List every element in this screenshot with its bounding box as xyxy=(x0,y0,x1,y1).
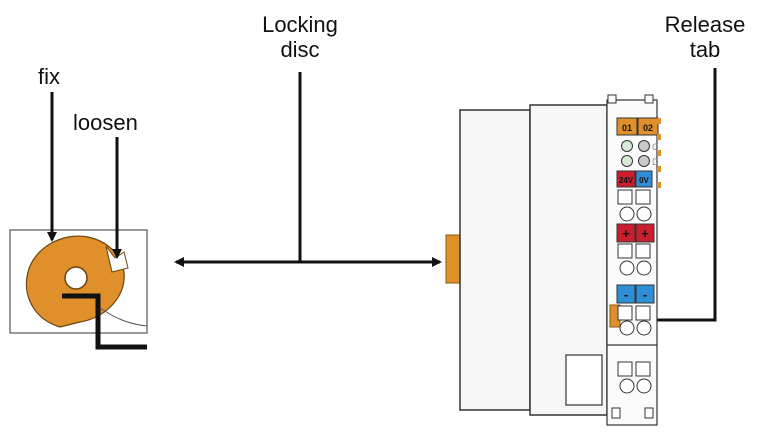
marker-plus-left-text: + xyxy=(622,226,630,241)
locking-disc-detail xyxy=(9,229,148,350)
side-tick xyxy=(657,118,661,124)
label-fix: fix xyxy=(38,64,60,89)
led xyxy=(638,155,650,167)
clamp-hole xyxy=(619,260,635,276)
disc-edge-line xyxy=(99,307,148,327)
led xyxy=(638,140,650,152)
clamp-slot xyxy=(635,243,651,259)
top-latch-2 xyxy=(644,94,654,104)
label-locking-disc-line1: Locking xyxy=(262,12,338,37)
clamp-slot xyxy=(635,305,651,321)
label-locking-disc: Locking disc xyxy=(250,12,350,62)
marker-plus-left xyxy=(616,223,636,243)
marker-minus-right-text: - xyxy=(643,287,647,302)
marker-01-text: 01 xyxy=(622,123,632,133)
clamp-hole xyxy=(636,206,652,222)
locking-disc-edge xyxy=(445,234,461,284)
clamp-slot xyxy=(617,189,633,205)
led xyxy=(621,155,633,167)
label-locking-disc-line2: disc xyxy=(280,37,320,62)
led-letter-c: C xyxy=(652,142,659,152)
side-tick xyxy=(657,134,661,140)
terminal-module: 01 02 C D 24V 0V + + xyxy=(445,94,661,426)
clamp-hole xyxy=(619,320,635,336)
marker-plus-right xyxy=(635,223,655,243)
side-tick xyxy=(657,166,661,172)
marker-01 xyxy=(616,117,638,136)
clamp-hole xyxy=(619,378,635,394)
led-letter-d: D xyxy=(652,157,659,167)
marker-plus-right-text: + xyxy=(641,226,649,241)
clamp-slot xyxy=(617,243,633,259)
led xyxy=(621,140,633,152)
clamp-hole xyxy=(636,378,652,394)
marker-0v xyxy=(635,170,653,188)
marker-02 xyxy=(637,117,659,136)
module-window xyxy=(565,354,603,406)
top-latch xyxy=(607,94,617,104)
clamp-slot xyxy=(635,361,651,377)
side-tick xyxy=(657,150,661,156)
screwdriver-blade xyxy=(62,293,147,350)
marker-02-text: 02 xyxy=(643,123,653,133)
marker-minus-left-text: - xyxy=(624,287,628,302)
clamp-slot xyxy=(635,189,651,205)
module-front xyxy=(459,109,531,411)
disc-hole xyxy=(64,266,88,290)
clamp-hole xyxy=(636,320,652,336)
label-loosen: loosen xyxy=(73,110,138,135)
bottom-latch-2 xyxy=(644,407,654,419)
marker-24v-text: 24V xyxy=(619,176,634,185)
side-tick xyxy=(657,182,661,188)
clamp-hole xyxy=(619,206,635,222)
marker-minus-left xyxy=(616,284,636,304)
label-release-tab-line1: Release xyxy=(664,12,746,37)
bottom-latch xyxy=(611,407,621,419)
label-release-tab-line2: tab xyxy=(689,37,721,62)
marker-minus-right xyxy=(635,284,655,304)
clamp-slot xyxy=(617,361,633,377)
marker-24v xyxy=(616,170,636,188)
label-release-tab: Release tab xyxy=(655,12,755,62)
marker-0v-text: 0V xyxy=(639,176,649,185)
clamp-hole xyxy=(636,260,652,276)
release-tab-arrow xyxy=(636,68,717,325)
clamp-slot xyxy=(617,305,633,321)
